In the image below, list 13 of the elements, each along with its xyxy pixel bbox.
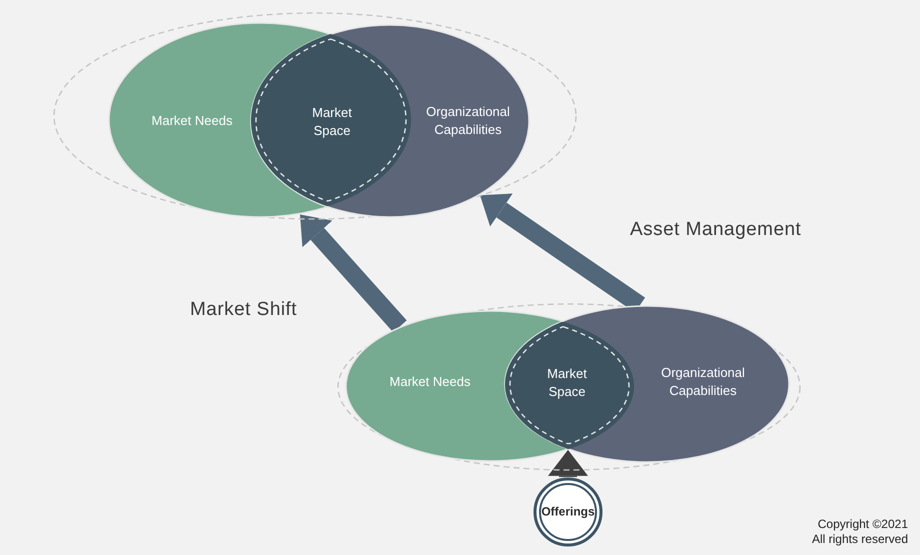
node-label: Market Needs (388, 373, 472, 391)
edge-label: Asset Management (630, 218, 802, 242)
node-label: Organizational Capabilities (425, 103, 511, 139)
node-label: Market Needs (150, 112, 234, 130)
edge-label: Market Shift (190, 298, 298, 322)
arrow (300, 214, 407, 332)
node-label: Market Space (546, 365, 588, 401)
node-label: Market Space (311, 104, 353, 140)
copyright-note: All rights reserved (812, 532, 908, 547)
node-label: Offerings (540, 504, 596, 520)
copyright-note: Copyright ©2021 (818, 517, 908, 532)
arrow (548, 450, 588, 477)
node-label: Organizational Capabilities (660, 364, 746, 400)
